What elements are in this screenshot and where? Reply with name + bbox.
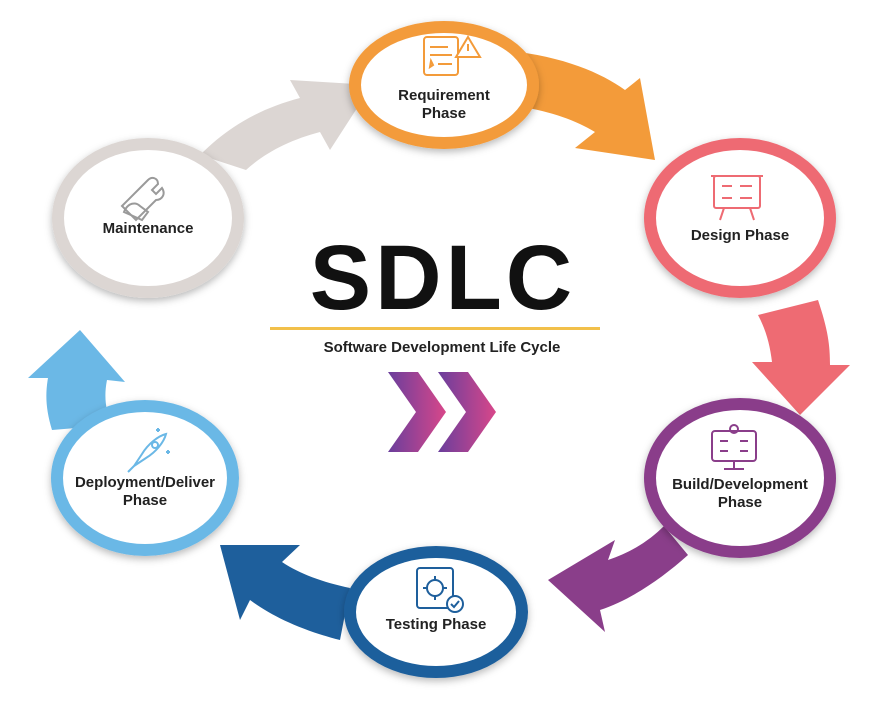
diagram-subtitle: Software Development Life Cycle <box>323 339 561 356</box>
arrow-deployment-to-maintenance <box>28 330 125 430</box>
label-design: Design Phase <box>690 227 790 244</box>
circle-face-design <box>656 150 824 286</box>
checklist-icon <box>423 35 482 76</box>
code-monitor-icon <box>711 424 757 470</box>
title-underline <box>270 327 600 330</box>
label-deployment: Deployment/Deliver Phase <box>74 474 216 509</box>
arrow-build-to-testing <box>548 526 688 632</box>
center-chevrons <box>388 372 496 452</box>
test-clipboard-icon <box>416 567 464 613</box>
arrow-requirement-to-design <box>500 50 655 160</box>
presentation-board-icon <box>711 175 763 221</box>
chevron-left <box>388 372 446 452</box>
circle-face-build <box>656 410 824 546</box>
rocket-icon <box>127 428 170 473</box>
cycle-arrows <box>28 50 850 640</box>
label-requirement: Requirement Phase <box>398 87 490 122</box>
chevron-right <box>438 372 496 452</box>
wrench-hand-icon <box>120 176 165 222</box>
arrow-maintenance-to-requirement <box>200 80 372 170</box>
circle-face-requirement <box>361 33 527 137</box>
label-testing: Testing Phase <box>385 616 487 633</box>
label-build: Build/Development Phase <box>672 476 808 511</box>
arrow-testing-to-deployment <box>220 545 350 640</box>
circle-face-maintenance <box>64 150 232 286</box>
circle-face-testing <box>356 558 516 666</box>
circle-face-deployment <box>63 412 227 544</box>
label-maintenance: Maintenance <box>102 220 194 237</box>
phase-circles <box>51 21 836 678</box>
diagram-title: SDLC <box>309 227 577 329</box>
arrow-design-to-build <box>752 300 850 415</box>
